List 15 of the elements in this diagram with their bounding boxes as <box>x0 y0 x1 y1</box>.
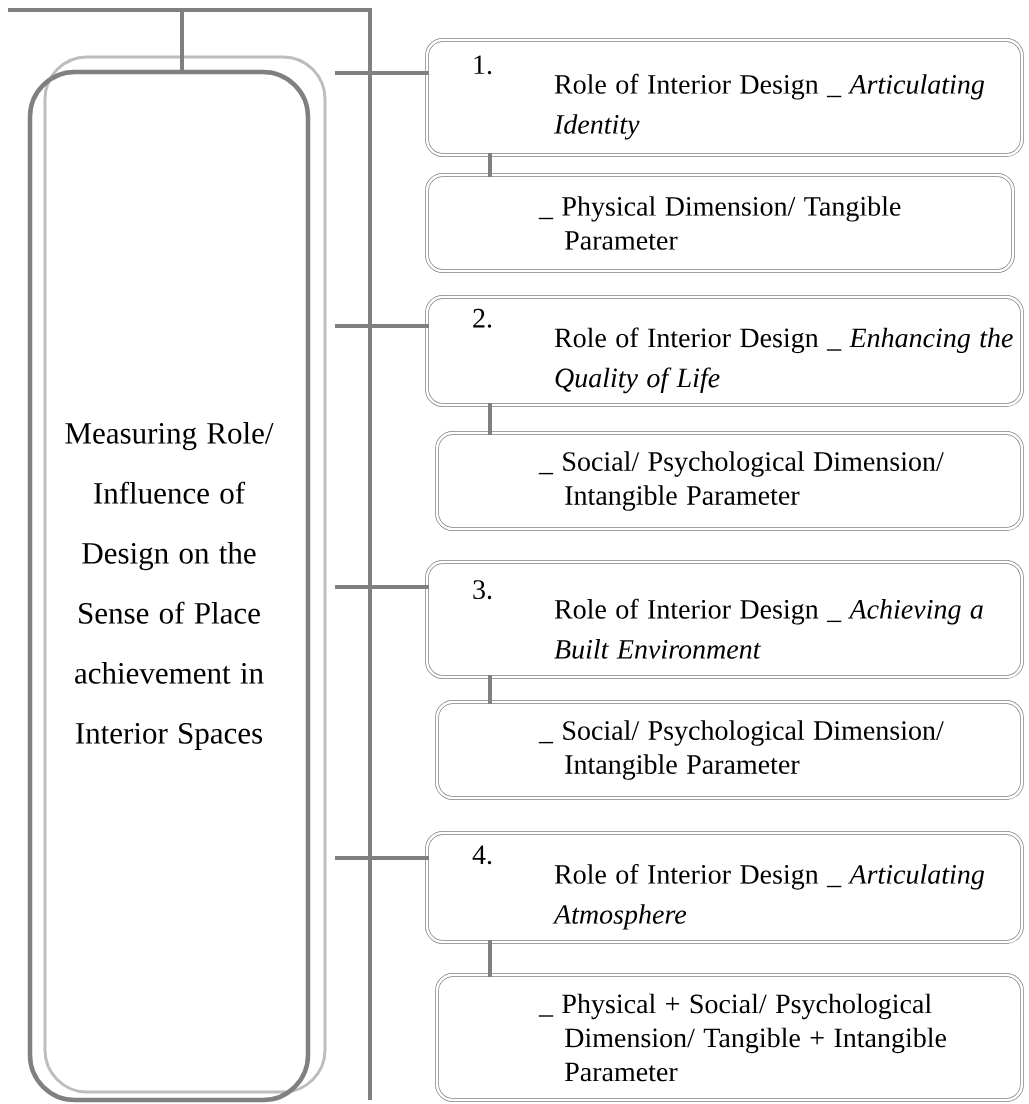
rounded-box: _ Social/ Psychological Dimension/ Intangible Parameter <box>435 431 1024 531</box>
rounded-box: _ Physical + Social/ Psychological Dimension/ Tangible + Intangible Parameter <box>435 973 1024 1102</box>
rounded-box: 2. Role of Interior Design _ Enhancing the Quality of Life <box>425 295 1024 407</box>
rounded-box: 4. Role of Interior Design _ Articulating Atmosphere <box>425 831 1024 944</box>
connector-line <box>488 403 492 435</box>
connector-line <box>8 8 429 75</box>
connector-line <box>488 675 492 704</box>
rounded-box: 3. Role of Interior Design _ Achieving a Built Environment <box>425 560 1024 679</box>
connector-line <box>488 940 492 977</box>
connector-line <box>180 8 429 860</box>
rounded-box: _ Physical Dimension/ Tangible Parameter <box>425 173 1015 273</box>
rounded-box: Measuring Role/ Influence of Design on the Sense of Place achievement in Interior Spaces <box>27 55 327 1103</box>
rounded-box: _ Social/ Psychological Dimension/ Intangible Parameter <box>435 700 1024 800</box>
rounded-box: 1. Role of Interior Design _ Articulating Identity <box>425 38 1024 157</box>
connector-line <box>488 153 492 177</box>
